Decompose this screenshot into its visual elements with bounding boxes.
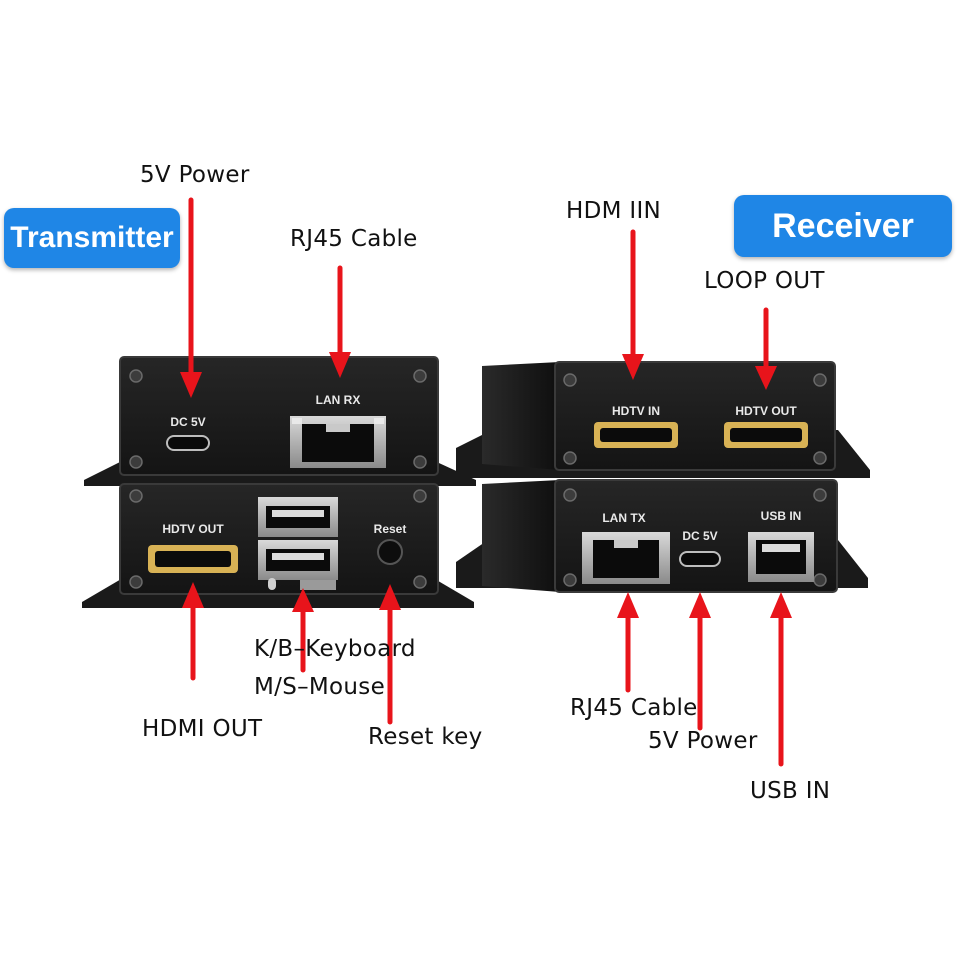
transmitter-unit: DC 5V LAN RX HDTV OUT Reset bbox=[82, 356, 476, 608]
arrow-tx-hdmi-out bbox=[182, 582, 204, 681]
rx-dc-port bbox=[679, 551, 721, 567]
tx-keyboard-mark-icon bbox=[300, 580, 336, 590]
label-tx-reset-key: Reset key bbox=[368, 724, 483, 750]
transmitter-badge-label: Transmitter bbox=[10, 221, 174, 254]
arrow-tx-usb bbox=[292, 588, 314, 673]
arrow-rx-rj45 bbox=[617, 592, 639, 693]
arrow-rx-power bbox=[689, 592, 711, 731]
arrow-tx-rj45 bbox=[329, 265, 351, 378]
rx-hdtvin-text: HDTV IN bbox=[612, 404, 660, 418]
receiver-badge-label: Receiver bbox=[772, 206, 914, 245]
label-rx-rj45: RJ45 Cable bbox=[570, 695, 698, 721]
rx-dc-text: DC 5V bbox=[682, 529, 717, 543]
tx-lanrx-text: LAN RX bbox=[316, 393, 361, 407]
arrow-rx-loop-out bbox=[755, 307, 777, 390]
tx-reset-button bbox=[377, 539, 403, 565]
tx-dc-port bbox=[166, 435, 210, 451]
label-rx-usb-in: USB IN bbox=[750, 778, 831, 804]
tx-hdtvout-text: HDTV OUT bbox=[162, 522, 224, 536]
tx-screws bbox=[129, 369, 427, 589]
label-rx-hdmi-in: HDM IIN bbox=[566, 198, 662, 224]
rx-bottom-side bbox=[482, 480, 560, 592]
tx-mouse-mark-icon bbox=[268, 578, 276, 590]
label-tx-keyboard: K/B–Keyboard bbox=[254, 636, 416, 662]
receiver-unit: HDTV IN HDTV OUT LAN TX DC 5V USB IN bbox=[456, 361, 870, 593]
label-tx-rj45: RJ45 Cable bbox=[290, 226, 418, 252]
arrow-rx-hdmi-in bbox=[622, 229, 644, 380]
arrow-tx-reset bbox=[379, 584, 401, 725]
rx-screws bbox=[563, 373, 827, 587]
label-tx-mouse: M/S–Mouse bbox=[254, 674, 386, 700]
label-rx-power: 5V Power bbox=[648, 728, 758, 754]
transmitter-badge: Transmitter bbox=[4, 208, 180, 268]
arrow-rx-usb bbox=[770, 592, 792, 767]
rx-usbin-text: USB IN bbox=[761, 509, 802, 523]
label-tx-hdmi-out: HDMI OUT bbox=[142, 716, 263, 742]
tx-reset-text: Reset bbox=[374, 522, 407, 536]
rx-top-side bbox=[482, 362, 560, 470]
arrow-tx-power bbox=[180, 197, 202, 398]
rx-hdtvout-text: HDTV OUT bbox=[735, 404, 797, 418]
rx-lantx-text: LAN TX bbox=[602, 511, 645, 525]
receiver-badge: Receiver bbox=[734, 195, 952, 257]
label-rx-loop-out: LOOP OUT bbox=[704, 268, 825, 294]
tx-dc-text: DC 5V bbox=[170, 415, 205, 429]
label-tx-power: 5V Power bbox=[140, 162, 250, 188]
